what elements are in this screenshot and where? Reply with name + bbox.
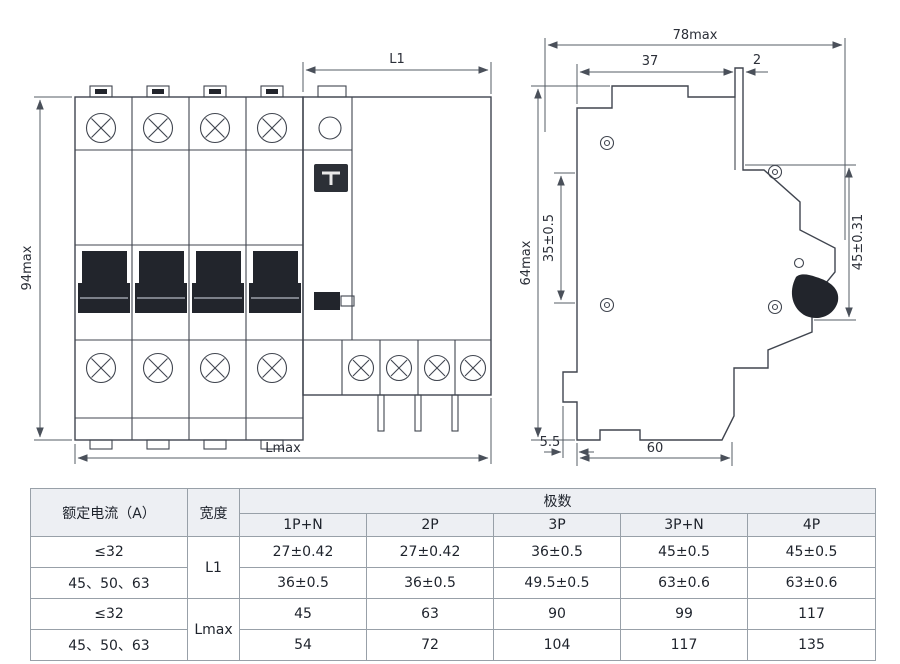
dimension-table: 额定电流（A） 宽度 极数 1P+N 2P 3P 3P+N 4P ≤32 L1 …: [30, 488, 876, 661]
cell-value: 45: [239, 598, 367, 630]
cell-value: 63: [366, 598, 494, 630]
cell-current: ≤32: [30, 536, 188, 568]
screw-icons-top: [85, 112, 288, 144]
breaker-front-body: [74, 96, 492, 441]
cell-value: 135: [747, 629, 876, 661]
front-view: 94max L1 Lmax: [20, 52, 492, 464]
connector-pins: [377, 394, 459, 432]
side-toggle-knob: [791, 274, 839, 319]
header-width: 宽度: [187, 488, 240, 537]
cell-value: 117: [620, 629, 748, 661]
indicator-window: [318, 116, 342, 140]
handle-pivot: [793, 257, 805, 269]
dim-2: 2: [745, 53, 768, 76]
cell-value: 117: [747, 598, 876, 630]
dim-5-5: 5.5: [540, 406, 594, 466]
cell-width-group: Lmax: [187, 598, 240, 661]
header-rated-current: 额定电流（A）: [30, 488, 188, 537]
terminal-tabs-top: [89, 85, 347, 98]
dim-label-64max: 64max: [519, 240, 534, 285]
side-view: 78max 37 2 64max 35±0.5: [519, 28, 866, 466]
dim-37: 37: [576, 54, 734, 104]
header-pole-type: 3P+N: [620, 513, 748, 537]
dim-64max: 64max: [519, 85, 610, 441]
table-row: ≤32 Lmax 45 63 90 99 117: [30, 598, 876, 661]
dim-label-5-5: 5.5: [540, 435, 561, 450]
header-pole-type: 2P: [366, 513, 494, 537]
breaker-dimension-drawing: 94max L1 Lmax: [20, 28, 866, 466]
dim-l1: L1: [302, 52, 492, 94]
cell-value: 36±0.5: [493, 536, 621, 568]
cell-value: 36±0.5: [239, 567, 367, 599]
dim-35: 35±0.5: [542, 172, 575, 304]
cell-value: 90: [493, 598, 621, 630]
toggle-handles: [78, 251, 301, 313]
dim-label-94max: 94max: [20, 245, 35, 290]
dim-label-2: 2: [753, 53, 761, 68]
header-pole-type: 3P: [493, 513, 621, 537]
cell-value: 54: [239, 629, 367, 661]
cell-value: 63±0.6: [747, 567, 876, 599]
cell-value: 72: [366, 629, 494, 661]
cell-current: 45、50、63: [30, 567, 188, 599]
dim-60: 60: [579, 441, 733, 466]
header-pole-type: 4P: [747, 513, 876, 537]
test-button-icon: [314, 164, 348, 192]
cell-value: 45±0.5: [747, 536, 876, 568]
cell-value: 27±0.42: [239, 536, 367, 568]
table-row: 45、50、63 54 72 104 117 135: [30, 629, 876, 661]
dim-label-lmax: Lmax: [265, 441, 301, 456]
cell-value: 36±0.5: [366, 567, 494, 599]
terminal-tabs-bottom: [89, 439, 284, 450]
dim-lmax: Lmax: [74, 398, 492, 464]
cell-value: 27±0.42: [366, 536, 494, 568]
dim-94max: 94max: [20, 96, 72, 441]
cell-value: 99: [620, 598, 748, 630]
cell-value: 45±0.5: [620, 536, 748, 568]
header-poles: 极数: [239, 488, 876, 514]
trip-flag: [314, 292, 355, 310]
dim-label-l1: L1: [389, 52, 405, 67]
dim-label-78max: 78max: [673, 28, 718, 43]
cell-current: ≤32: [30, 598, 188, 630]
cell-current: 45、50、63: [30, 629, 188, 661]
table-row: 45、50、63 36±0.5 36±0.5 49.5±0.5 63±0.6 6…: [30, 567, 876, 599]
breaker-side-body: [562, 67, 839, 441]
dim-label-35: 35±0.5: [542, 214, 557, 262]
screw-icons-bottom: [85, 352, 288, 384]
dim-label-45: 45±0.31: [851, 214, 866, 270]
dim-label-37: 37: [642, 54, 659, 69]
screw-icons-module: [347, 354, 487, 382]
dim-label-60: 60: [647, 441, 664, 456]
cell-value: 49.5±0.5: [493, 567, 621, 599]
header-pole-type: 1P+N: [239, 513, 367, 537]
dim-45: 45±0.31: [745, 164, 866, 321]
cell-value: 104: [493, 629, 621, 661]
table-row: ≤32 L1 27±0.42 27±0.42 36±0.5 45±0.5 45±…: [30, 536, 876, 599]
cell-value: 63±0.6: [620, 567, 748, 599]
dim-78max: 78max: [544, 28, 846, 240]
cell-width-group: L1: [187, 536, 240, 599]
